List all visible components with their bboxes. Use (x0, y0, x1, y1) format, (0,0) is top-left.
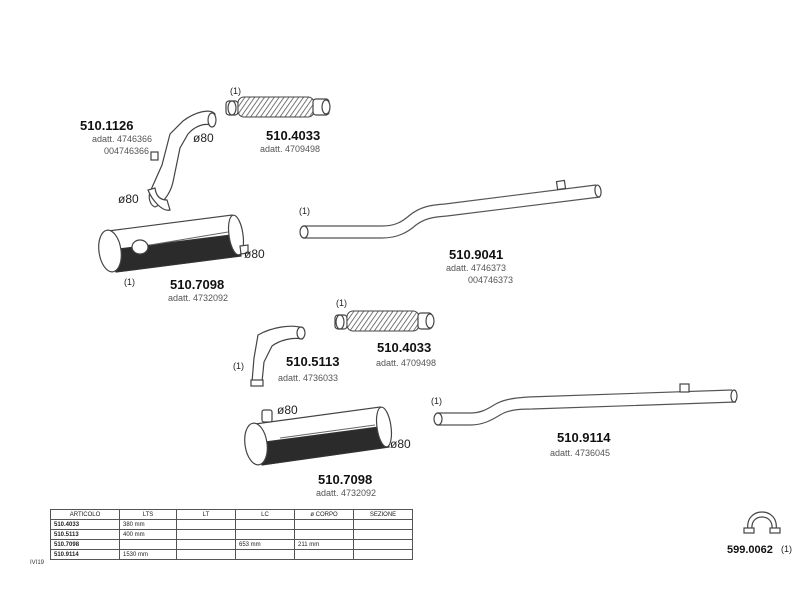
table-row: 510.5113 400 mm (50, 529, 413, 540)
silencer-upper-note: (1) (124, 277, 135, 287)
flex-lower-code: 510.4033 (377, 340, 431, 355)
pipe-upper-ref2: 004746373 (468, 275, 513, 285)
table-side-label: IVI19 (30, 560, 45, 566)
flex-lower-drawing[interactable] (334, 310, 435, 332)
flex-lower-note: (1) (336, 298, 347, 308)
table-cell-lt (176, 519, 236, 530)
silencer-lower-dia-outlet: ø80 (390, 437, 411, 451)
table-cell-lc: 653 mm (235, 539, 295, 550)
table-row: 510.9114 1530 mm (50, 549, 413, 560)
spec-header-lts: LTS (119, 509, 177, 520)
clamp-drawing[interactable] (743, 511, 781, 534)
table-cell-lt (176, 529, 236, 540)
hose-lower-code: 510.5113 (286, 354, 340, 369)
spec-header-lc: LC (235, 509, 295, 520)
silencer-lower-ref: adatt. 4732092 (316, 488, 376, 498)
spec-header-lt: LT (176, 509, 236, 520)
pipe-upper-note: (1) (299, 206, 310, 216)
table-row: 510.4033 380 mm (50, 519, 413, 530)
table-cell-lts: 380 mm (119, 519, 177, 530)
silencer-lower-code: 510.7098 (318, 472, 372, 487)
table-cell-corpo (294, 549, 354, 560)
pipe-lower-code: 510.9114 (557, 430, 611, 445)
table-cell-sezione (353, 529, 413, 540)
flex-upper-ref: adatt. 4709498 (260, 144, 320, 154)
spec-header-corpo: ø CORPO (294, 509, 354, 520)
hose-upper-code: 510.1126 (80, 118, 134, 133)
flex-upper-drawing[interactable] (225, 96, 331, 118)
silencer-lower-dia-inlet: ø80 (277, 403, 298, 417)
hose-lower-drawing[interactable] (250, 325, 306, 387)
silencer-lower-drawing[interactable] (242, 406, 394, 466)
pipe-upper-ref1: adatt. 4746373 (446, 263, 506, 273)
flex-upper-code: 510.4033 (266, 128, 320, 143)
table-cell-code: 510.5113 (50, 529, 120, 540)
spec-table-header-row: ARTICOLO LTS LT LC ø CORPO SEZIONE (50, 509, 413, 520)
table-cell-corpo (294, 529, 354, 540)
table-cell-lts: 1530 mm (119, 549, 177, 560)
flex-lower-ref: adatt. 4709498 (376, 358, 436, 368)
silencer-upper-code: 510.7098 (170, 277, 224, 292)
hose-upper-ref1: adatt. 4746366 (92, 134, 152, 144)
table-cell-lt (176, 539, 236, 550)
table-cell-lc (235, 549, 295, 560)
spec-table: ARTICOLO LTS LT LC ø CORPO SEZIONE 510.4… (50, 509, 413, 560)
table-cell-code: 510.9114 (50, 549, 120, 560)
pipe-lower-drawing[interactable] (433, 383, 738, 426)
table-cell-lc (235, 519, 295, 530)
table-cell-corpo (294, 519, 354, 530)
clamp-code: 599.0062 (727, 544, 773, 556)
hose-upper-dia-top: ø80 (193, 131, 214, 145)
table-cell-sezione (353, 549, 413, 560)
hose-upper-ref2: 004746366 (104, 146, 149, 156)
pipe-upper-code: 510.9041 (449, 247, 503, 262)
flex-upper-note: (1) (230, 86, 241, 96)
table-cell-lt (176, 549, 236, 560)
pipe-lower-ref: adatt. 4736045 (550, 448, 610, 458)
pipe-upper-drawing[interactable] (299, 179, 602, 239)
hose-upper-dia-bottom: ø80 (118, 192, 139, 206)
table-cell-code: 510.4033 (50, 519, 120, 530)
table-cell-corpo: 211 mm (294, 539, 354, 550)
table-cell-lts: 400 mm (119, 529, 177, 540)
table-cell-code: 510.7098 (50, 539, 120, 550)
table-cell-sezione (353, 539, 413, 550)
table-cell-lc (235, 529, 295, 540)
table-row: 510.7098 653 mm 211 mm (50, 539, 413, 550)
silencer-upper-drawing[interactable] (96, 214, 249, 273)
silencer-upper-ref: adatt. 4732092 (168, 293, 228, 303)
pipe-lower-note: (1) (431, 396, 442, 406)
table-cell-lts (119, 539, 177, 550)
hose-lower-note: (1) (233, 361, 244, 371)
spec-header-articolo: ARTICOLO (50, 509, 120, 520)
hose-upper-drawing[interactable] (147, 110, 217, 211)
hose-lower-ref: adatt. 4736033 (278, 373, 338, 383)
clamp-note: (1) (781, 544, 792, 554)
spec-header-sezione: SEZIONE (353, 509, 413, 520)
table-cell-sezione (353, 519, 413, 530)
silencer-upper-dia-outlet: ø80 (244, 247, 265, 261)
